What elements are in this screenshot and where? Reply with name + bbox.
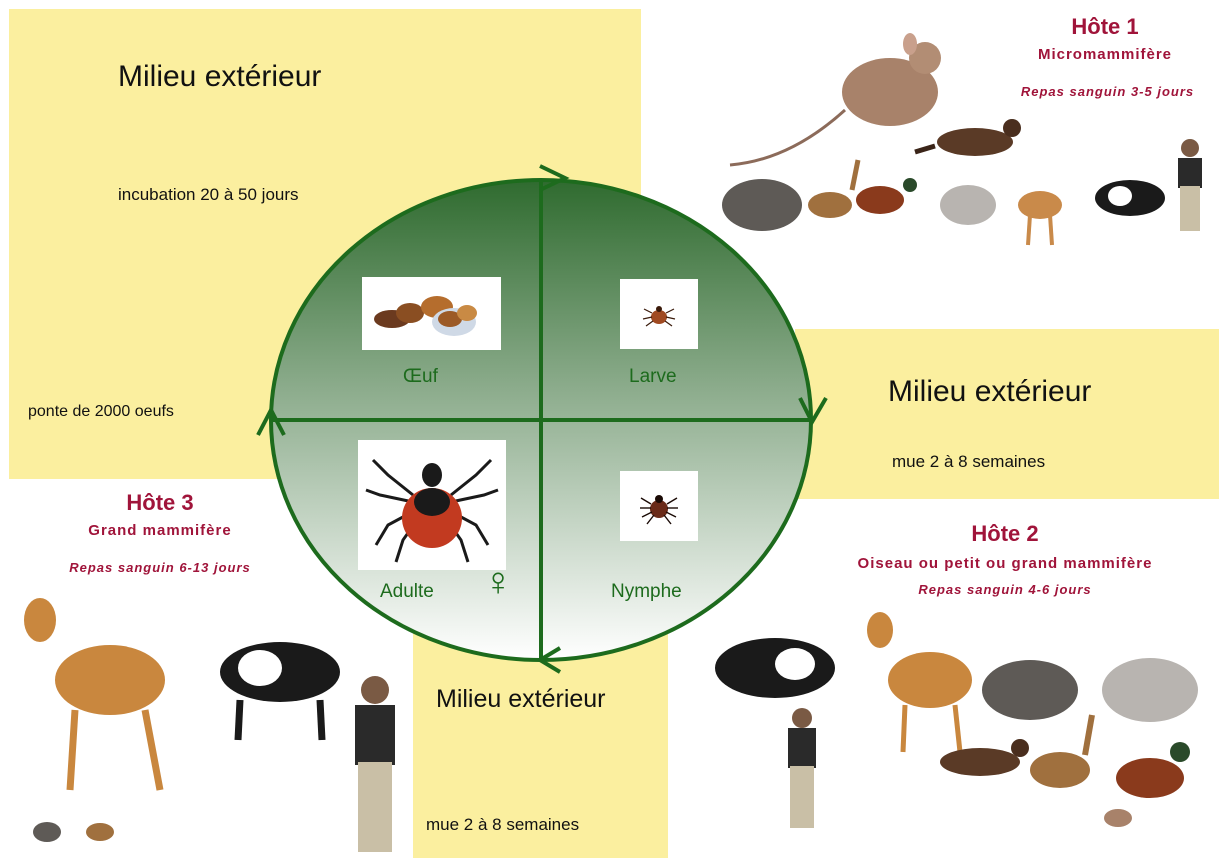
mouse-icon: [730, 33, 941, 165]
cow-icon: [715, 638, 835, 698]
deer-icon: [867, 612, 972, 752]
person-icon: [355, 676, 395, 852]
fawn-icon: [1018, 191, 1062, 245]
squirrel-icon: [940, 185, 996, 225]
squirrel-icon: [1102, 658, 1198, 722]
hedgehog-icon: [722, 179, 802, 231]
blackbird-icon: [915, 119, 1021, 156]
mouse-icon: [1104, 809, 1132, 827]
hedgehog-icon: [33, 822, 61, 842]
pheasant-icon: [1116, 742, 1190, 798]
hare-icon: [1030, 715, 1092, 788]
hare-icon: [808, 160, 858, 218]
cow-icon: [220, 642, 340, 740]
person-icon: [788, 708, 816, 828]
deer-icon: [24, 598, 165, 790]
hare-icon: [86, 823, 114, 841]
cow-icon: [1095, 180, 1165, 216]
blackbird-icon: [940, 739, 1029, 776]
person-icon: [1178, 139, 1202, 231]
pheasant-icon: [856, 178, 917, 214]
hedgehog-icon: [982, 660, 1078, 720]
